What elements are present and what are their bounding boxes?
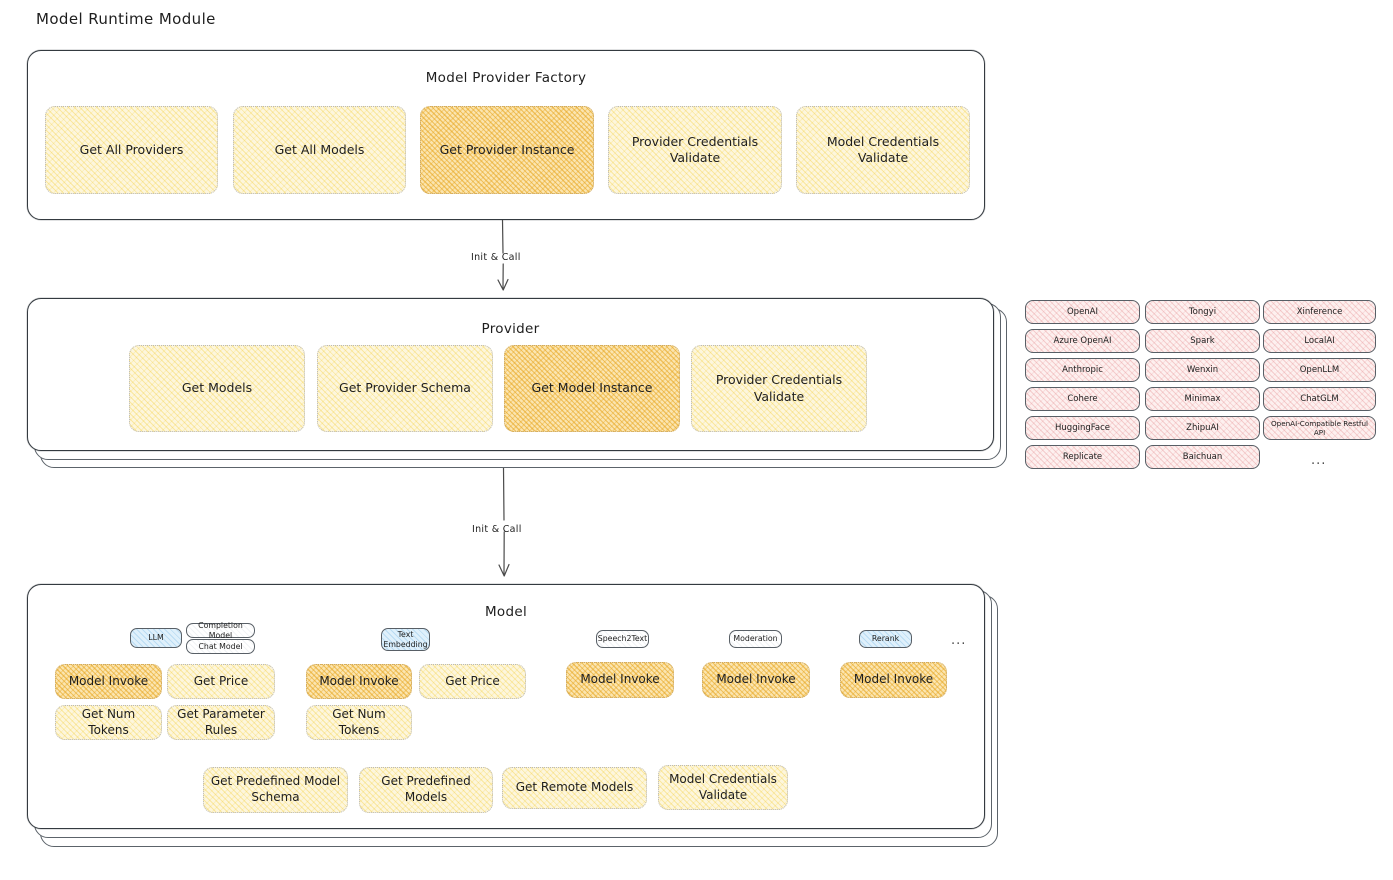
- provider-list-item-xinference[interactable]: Xinference: [1263, 300, 1376, 324]
- model-action-get-predefined-models[interactable]: Get Predefined Models: [359, 767, 493, 813]
- model-action-get-remote-models[interactable]: Get Remote Models: [502, 767, 647, 809]
- model-title: Model: [484, 604, 528, 620]
- provider-action-get-provider-schema[interactable]: Get Provider Schema: [317, 345, 493, 432]
- model-subtag-completion-model[interactable]: Completion Model: [186, 621, 255, 640]
- text-embedding-action-get-price[interactable]: Get Price: [419, 664, 526, 699]
- provider-list-item-chatglm[interactable]: ChatGLM: [1263, 387, 1376, 411]
- provider-list-item-openllm[interactable]: OpenLLM: [1263, 358, 1376, 382]
- provider-list-item-localai[interactable]: LocalAI: [1263, 329, 1376, 353]
- provider-list-item-anthropic[interactable]: Anthropic: [1025, 358, 1140, 382]
- rerank-action-model-invoke[interactable]: Model Invoke: [840, 662, 947, 698]
- provider-list-item-wenxin[interactable]: Wenxin: [1145, 358, 1260, 382]
- model-types-more-ellipsis: ...: [951, 633, 967, 648]
- model-type-tag-moderation[interactable]: Moderation: [729, 630, 782, 648]
- model-type-tag-speech2text[interactable]: Speech2Text: [596, 630, 649, 648]
- provider-list-item-openai[interactable]: OpenAI: [1025, 300, 1140, 324]
- provider-list-item-azure-openai[interactable]: Azure OpenAI: [1025, 329, 1140, 353]
- page-title: Model Runtime Module: [36, 10, 216, 28]
- provider-action-get-model-instance[interactable]: Get Model Instance: [504, 345, 680, 432]
- provider-list-item-tongyi[interactable]: Tongyi: [1145, 300, 1260, 324]
- factory-action-provider-credentials-validate[interactable]: Provider Credentials Validate: [608, 106, 782, 194]
- arrow-label-init-and-call-1: Init & Call: [471, 252, 521, 263]
- factory-action-get-all-providers[interactable]: Get All Providers: [45, 106, 218, 194]
- llm-action-get-price[interactable]: Get Price: [167, 664, 275, 699]
- provider-list-item-baichuan[interactable]: Baichuan: [1145, 445, 1260, 469]
- model-type-tag-llm[interactable]: LLM: [130, 628, 182, 648]
- provider-list-item-huggingface[interactable]: HuggingFace: [1025, 416, 1140, 440]
- text-embedding-action-get-num-tokens[interactable]: Get Num Tokens: [306, 705, 412, 740]
- factory-action-get-all-models[interactable]: Get All Models: [233, 106, 406, 194]
- provider-action-get-models[interactable]: Get Models: [129, 345, 305, 432]
- provider-list-more-ellipsis: ...: [1311, 453, 1327, 468]
- model-subtag-chat-model[interactable]: Chat Model: [186, 639, 255, 654]
- text-embedding-action-model-invoke[interactable]: Model Invoke: [306, 664, 412, 699]
- arrow-label-init-and-call-2: Init & Call: [472, 524, 522, 535]
- provider-list-item-minimax[interactable]: Minimax: [1145, 387, 1260, 411]
- model-type-tag-text-embedding[interactable]: Text Embedding: [381, 628, 430, 651]
- moderation-action-model-invoke[interactable]: Model Invoke: [702, 662, 810, 698]
- llm-action-get-num-tokens[interactable]: Get Num Tokens: [55, 705, 162, 740]
- speech2text-action-model-invoke[interactable]: Model Invoke: [566, 662, 674, 698]
- provider-title: Provider: [481, 321, 540, 337]
- provider-list-item-spark[interactable]: Spark: [1145, 329, 1260, 353]
- model-action-get-predefined-model-schema[interactable]: Get Predefined Model Schema: [203, 767, 348, 813]
- model-action-model-credentials-validate[interactable]: Model Credentials Validate: [658, 765, 788, 810]
- arrow-factory-to-provider: [497, 220, 509, 291]
- provider-list-item-openai-compatible-restful-api[interactable]: OpenAI-Compatible Restful API: [1263, 416, 1376, 440]
- factory-action-get-provider-instance[interactable]: Get Provider Instance: [420, 106, 594, 194]
- llm-action-get-parameter-rules[interactable]: Get Parameter Rules: [167, 705, 275, 740]
- factory-action-model-credentials-validate[interactable]: Model Credentials Validate: [796, 106, 970, 194]
- provider-list-item-replicate[interactable]: Replicate: [1025, 445, 1140, 469]
- arrow-provider-to-model: [498, 468, 510, 577]
- provider-list-item-cohere[interactable]: Cohere: [1025, 387, 1140, 411]
- model-type-tag-rerank[interactable]: Rerank: [859, 630, 912, 648]
- provider-action-provider-credentials-validate[interactable]: Provider Credentials Validate: [691, 345, 867, 432]
- provider-list-item-zhipuai[interactable]: ZhipuAI: [1145, 416, 1260, 440]
- llm-action-model-invoke[interactable]: Model Invoke: [55, 664, 162, 699]
- model-provider-factory-title: Model Provider Factory: [425, 70, 587, 86]
